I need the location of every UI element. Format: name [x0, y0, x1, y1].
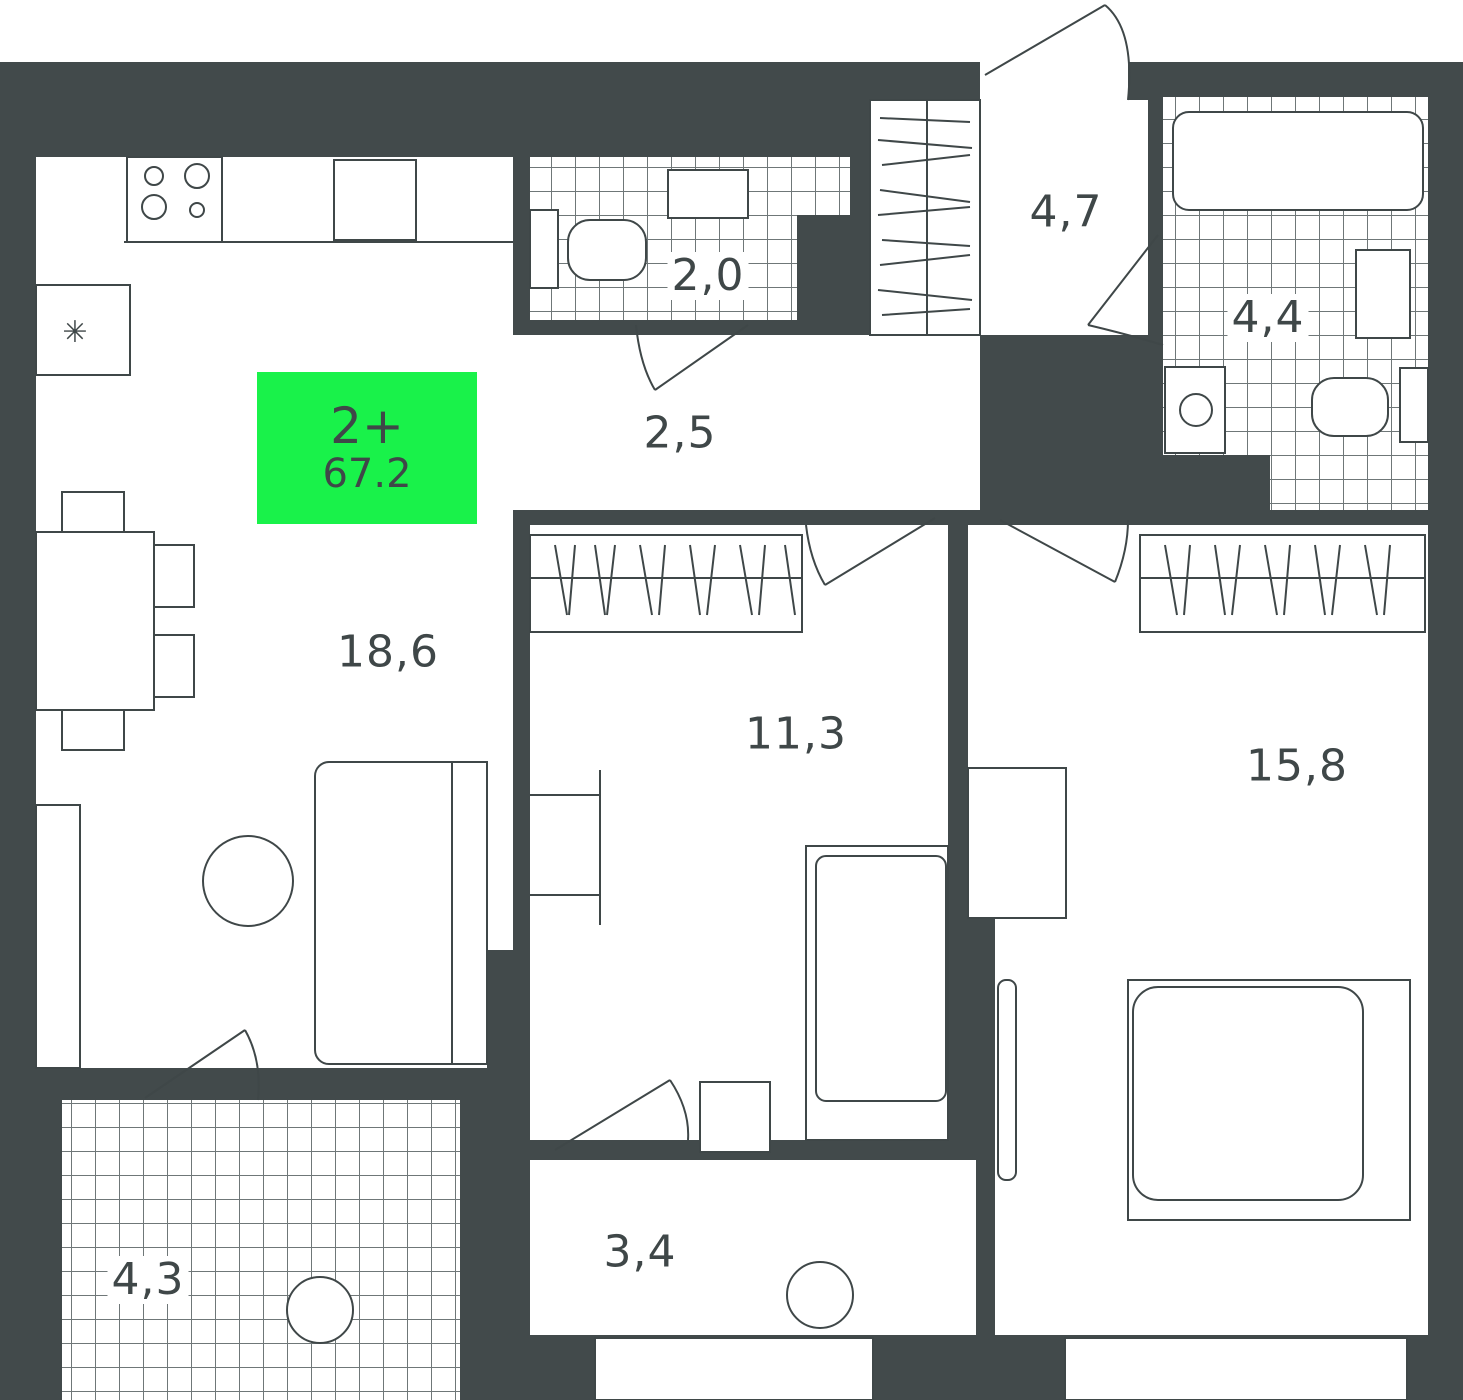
area-hall: 4,7	[1029, 186, 1103, 238]
toilet-icon	[1399, 367, 1429, 443]
window	[1064, 1337, 1408, 1400]
area-corridor: 2,5	[643, 407, 717, 459]
boiler-icon	[1164, 366, 1226, 454]
tv-stand-icon	[35, 804, 81, 1069]
dining-table-icon	[35, 531, 155, 711]
area-balcony-left: 4,3	[107, 1256, 189, 1304]
apartment-badge: 2+ 67.2	[257, 372, 477, 524]
stove-icon	[126, 156, 223, 243]
toilet-icon	[529, 209, 559, 289]
fan-icon	[699, 1081, 771, 1153]
doors	[144, 4, 1164, 1151]
wardrobe-icon	[1139, 534, 1426, 633]
area-balcony-right: 3,4	[603, 1226, 677, 1278]
area-bathroom: 4,4	[1227, 294, 1309, 342]
vanity-icon	[967, 767, 1067, 919]
fridge-icon	[35, 284, 131, 376]
table-icon	[286, 1276, 354, 1344]
sink-icon	[1355, 249, 1411, 339]
coffee-table-icon	[202, 835, 294, 927]
room-balcony-left	[62, 1100, 460, 1400]
sink-icon	[667, 169, 749, 219]
room-balcony-right	[530, 1160, 976, 1335]
area-living-kitchen: 18,6	[337, 626, 439, 678]
tv-icon	[997, 979, 1017, 1181]
kitchen-sink-icon	[333, 159, 417, 241]
area-bedroom-large: 15,8	[1246, 740, 1348, 792]
total-area: 67.2	[322, 451, 412, 497]
room-count: 2+	[330, 397, 404, 455]
window	[594, 1337, 874, 1400]
area-bedroom-small: 11,3	[745, 708, 847, 760]
svg-text:✳: ✳	[62, 315, 87, 350]
bathtub-icon	[1172, 111, 1424, 211]
wardrobe-icon	[529, 534, 803, 633]
desk-icon	[530, 770, 601, 925]
area-toilet: 2,0	[667, 252, 749, 300]
table-icon	[786, 1261, 854, 1329]
